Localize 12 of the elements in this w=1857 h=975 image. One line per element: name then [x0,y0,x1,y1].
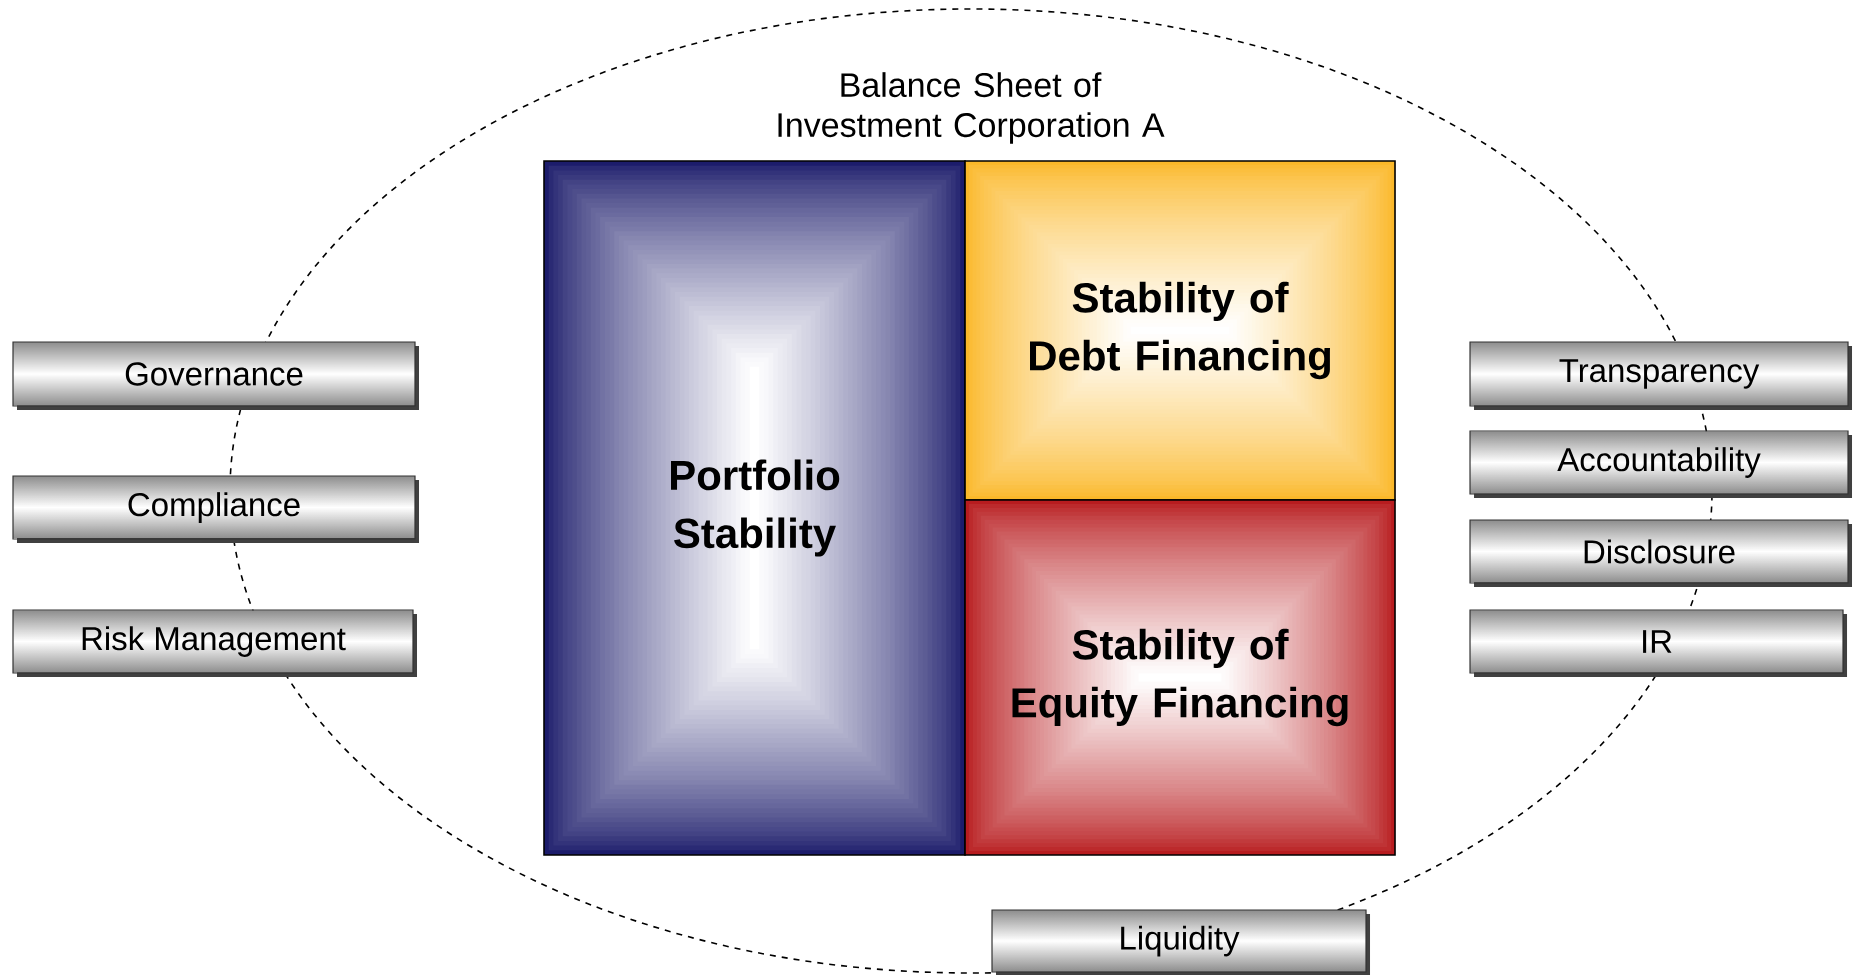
label-box: Governance [12,341,419,410]
colored-box: Portfolio Stability [543,160,966,856]
label-box: Liquidity [991,909,1370,975]
label-box: Compliance [12,475,419,543]
label-box: IR [1469,609,1847,677]
title: Balance Sheet of Investment Corporation A [778,72,1165,144]
colored-box: Stability of Equity Financing [964,499,1396,856]
colored-box: Stability of Debt Financing [964,160,1396,501]
label-box: Disclosure [1469,519,1852,587]
label-box: Transparency [1469,341,1852,410]
label-box: Risk Management [12,609,417,677]
label-box: Accountability [1469,430,1852,498]
